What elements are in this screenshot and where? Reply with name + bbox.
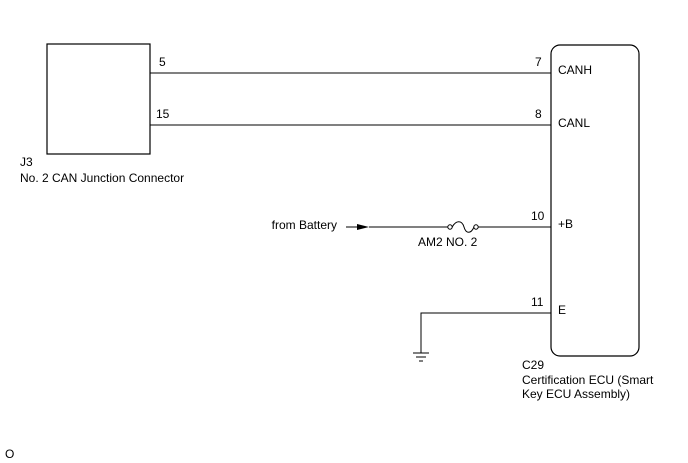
ecu-pin-e-label: E <box>558 303 566 317</box>
ecu-name-line2: Key ECU Assembly) <box>522 387 630 401</box>
junction-connector-code: J3 <box>20 155 33 169</box>
footer-mark: O <box>5 447 14 461</box>
j3-pin-canl: 15 <box>156 107 170 121</box>
fuse-label: AM2 NO. 2 <box>418 235 478 249</box>
ecu-box <box>550 44 640 357</box>
fuse-icon <box>447 221 479 233</box>
power-source-label: from Battery <box>272 218 337 232</box>
ecu-code: C29 <box>522 358 544 372</box>
j3-pin-canh: 5 <box>159 55 166 69</box>
ecu-name-line1: Certification ECU (Smart <box>522 373 654 387</box>
ecu-pin-canh-label: CANH <box>558 63 592 77</box>
ecu-pin-canl-label: CANL <box>558 116 590 130</box>
ecu-pin-b-number: 10 <box>531 209 545 223</box>
ecu-pin-canh-number: 7 <box>535 55 542 69</box>
ecu-pin-canl-number: 8 <box>535 107 542 121</box>
ground-wire <box>420 312 551 353</box>
ecu-pin-b-label: +B <box>558 217 573 231</box>
arrow-right-icon <box>357 224 369 230</box>
junction-connector-box <box>46 43 151 155</box>
ecu-pin-e-number: 11 <box>531 295 544 309</box>
junction-connector-name: No. 2 CAN Junction Connector <box>20 171 184 185</box>
ground-icon <box>413 352 429 362</box>
